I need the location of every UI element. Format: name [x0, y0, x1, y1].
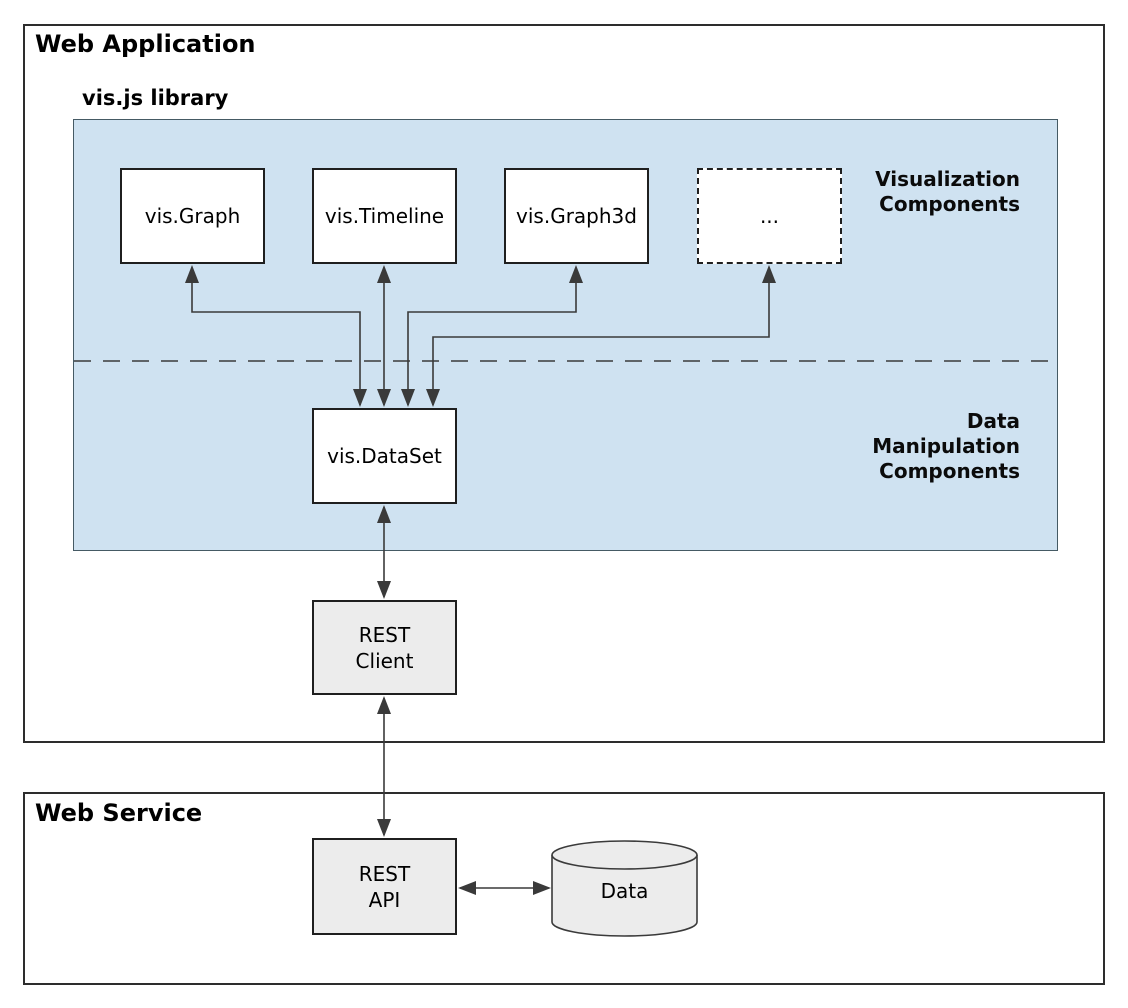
box-rest-api: REST API — [312, 838, 457, 935]
box-vis-dataset-label: vis.DataSet — [327, 444, 442, 468]
box-rest-client: REST Client — [312, 600, 457, 695]
box-rest-api-label: REST API — [358, 861, 411, 912]
data-cylinder-label: Data — [600, 879, 649, 903]
data-manipulation-components-label: Data Manipulation Components — [872, 409, 1020, 483]
box-vis-dataset: vis.DataSet — [312, 408, 457, 504]
box-vis-graph3d: vis.Graph3d — [504, 168, 649, 264]
box-vis-graph3d-label: vis.Graph3d — [516, 204, 637, 228]
visjs-library-title: vis.js library — [82, 86, 229, 110]
box-ellipsis-label: ... — [759, 204, 780, 228]
box-vis-graph-label: vis.Graph — [144, 204, 241, 228]
box-vis-graph: vis.Graph — [120, 168, 265, 264]
web-service-title: Web Service — [35, 799, 203, 827]
box-rest-client-label: REST Client — [355, 622, 414, 673]
box-vis-timeline: vis.Timeline — [312, 168, 457, 264]
box-ellipsis: ... — [697, 168, 842, 264]
web-application-title: Web Application — [35, 30, 256, 58]
visualization-components-label: Visualization Components — [875, 167, 1020, 216]
box-vis-timeline-label: vis.Timeline — [324, 204, 445, 228]
